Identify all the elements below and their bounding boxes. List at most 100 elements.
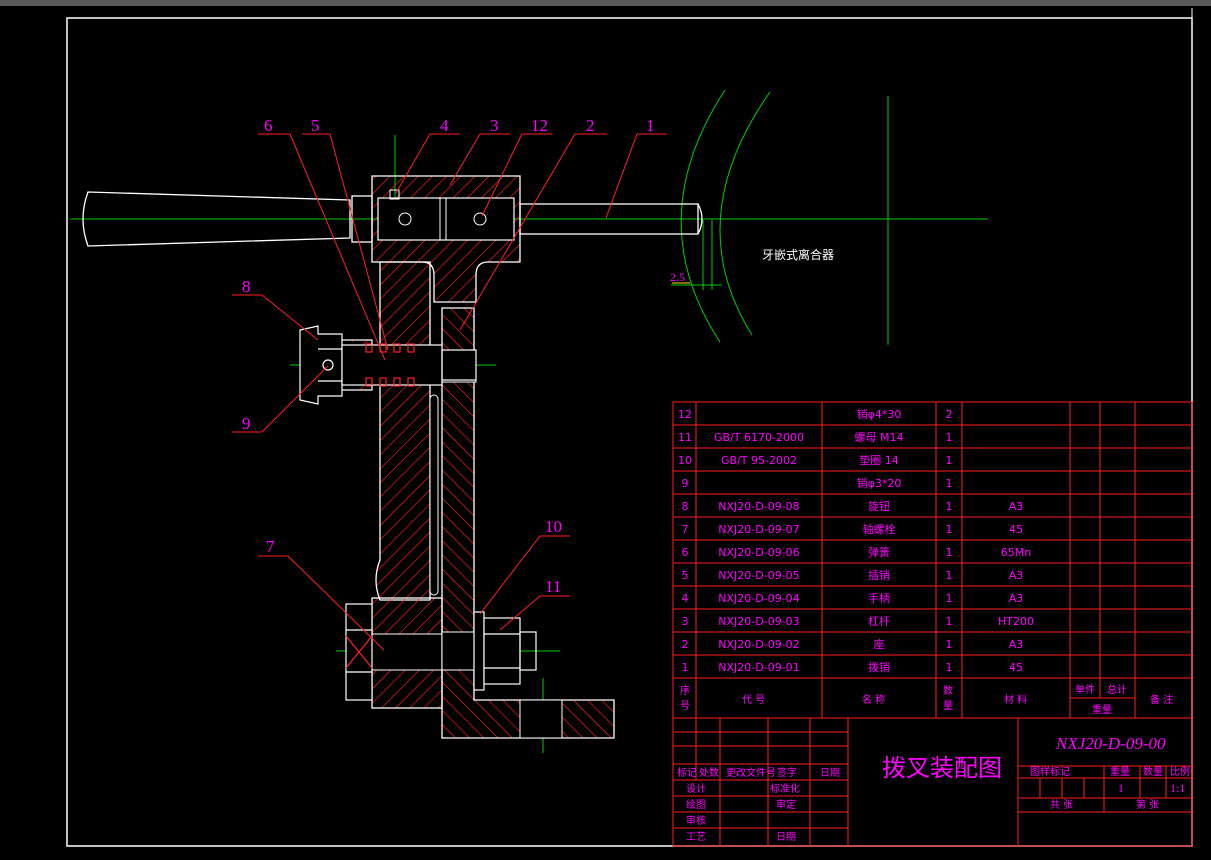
bom-cell-no: 12	[678, 408, 692, 421]
bom-cell-material: 45	[1009, 661, 1023, 674]
quantity-value: 1	[1118, 781, 1124, 795]
bom-cell-name: 手柄	[868, 591, 890, 605]
bom-cell-no: 4	[682, 592, 689, 605]
sheets-total: 共 张	[1050, 799, 1073, 811]
role-check: 审核	[686, 814, 706, 827]
drawing-number: NXJ20-D-09-00	[1055, 734, 1166, 753]
balloon-9: 9	[242, 414, 251, 433]
bom-cell-qty: 1	[946, 431, 953, 444]
bom-cell-code: NXJ20-D-09-01	[718, 661, 799, 674]
bom-cell-no: 10	[678, 454, 692, 467]
bom-header-weight: 重量	[1092, 703, 1112, 716]
bom-cell-no: 1	[682, 661, 689, 674]
bom-cell-qty: 1	[946, 523, 953, 536]
dimension-25-label: 2.5	[670, 270, 685, 284]
bom-cell-code: NXJ20-D-09-05	[718, 569, 799, 582]
bom-cell-qty: 1	[946, 615, 953, 628]
bom-header-total: 总计	[1107, 683, 1127, 696]
balloon-7: 7	[266, 537, 275, 556]
role-approve: 审定	[776, 798, 796, 811]
drawing-title: 拨叉装配图	[882, 755, 1002, 782]
balloon-3: 3	[490, 116, 499, 135]
rev-count: 处数	[699, 766, 719, 779]
bolt-assembly	[345, 603, 537, 701]
bom-cell-name: 旋钮	[868, 499, 890, 513]
bom-header-material: 材 料	[1004, 693, 1027, 706]
bom-cell-material: HT200	[998, 615, 1034, 628]
rev-sign: 签字	[777, 766, 797, 779]
clutch-note: 牙嵌式离合器	[762, 247, 834, 262]
rev-date: 日期	[820, 767, 840, 779]
rev-mark: 标记	[677, 767, 697, 779]
bom-cell-name: 销φ3*20	[857, 476, 902, 490]
stage-weight: 重量	[1110, 765, 1130, 778]
bom-cell-qty: 1	[946, 638, 953, 651]
bom-cell-qty: 1	[946, 477, 953, 490]
bom-cell-code: NXJ20-D-09-03	[718, 615, 799, 628]
balloon-5: 5	[311, 116, 320, 135]
balloon-11: 11	[545, 577, 561, 596]
balloon-leaders	[232, 133, 667, 651]
bom-cell-no: 5	[682, 569, 689, 582]
stage-mark: 图样标记	[1030, 765, 1070, 778]
bom-cell-code: GB/T 95-2002	[721, 454, 797, 467]
bom-cell-name: 螺母 M14	[855, 431, 904, 444]
rev-doc: 更改文件号	[726, 766, 776, 779]
bom-cell-material: A3	[1009, 592, 1024, 605]
title-block	[672, 717, 1193, 847]
stage-qty: 数量	[1143, 765, 1163, 778]
bom-cell-name: 座	[874, 637, 885, 651]
stage-scale: 比例	[1170, 765, 1190, 778]
bom-header-unit: 单件	[1075, 684, 1095, 696]
bom-cell-name: 销φ4*30	[857, 407, 902, 421]
seat-part	[441, 307, 615, 739]
bom-header-remark: 备 注	[1150, 693, 1173, 706]
bom-cell-qty: 1	[946, 500, 953, 513]
dimension-25: 2.5	[670, 220, 722, 290]
bom-header: 序 号 代 号 名 称 数 量 材 料 单件 总计 重量 备 注	[680, 683, 1173, 716]
balloon-4: 4	[440, 116, 449, 135]
role-standard: 标准化	[770, 782, 800, 795]
balloon-numbers: 6 5 4 3 12 2 1 8 9 7 10 11	[242, 116, 655, 596]
bom-cell-no: 11	[678, 431, 692, 444]
bom-table	[672, 401, 1193, 719]
title-block-text: 标记 处数 更改文件号 签字 日期 设计 标准化 绘图 审定 审核 工艺 日期 …	[677, 734, 1190, 843]
bom-cell-name: 杠杆	[868, 614, 890, 628]
bom-cell-code: NXJ20-D-09-07	[718, 523, 799, 536]
bom-cell-material: A3	[1009, 569, 1024, 582]
bom-header-qty-2: 量	[943, 700, 953, 712]
bom-header-no-1: 序	[680, 684, 690, 697]
bom-cell-material: A3	[1009, 638, 1024, 651]
bom-cell-code: NXJ20-D-09-08	[718, 500, 799, 513]
bom-cell-name: 垫圈 14	[859, 453, 899, 467]
bom-cell-qty: 1	[946, 569, 953, 582]
sheet-no: 第 张	[1136, 798, 1159, 811]
role-draw: 绘图	[686, 798, 706, 811]
bom-header-qty-1: 数	[943, 684, 953, 697]
window-top-bar	[0, 0, 1211, 6]
role-process: 工艺	[686, 831, 706, 843]
bom-cell-no: 8	[682, 500, 689, 513]
scale-value: 1:1	[1170, 781, 1185, 795]
bom-cell-material: 65Mn	[1001, 546, 1031, 559]
balloon-2: 2	[586, 116, 595, 135]
bom-header-name: 名 称	[862, 693, 885, 706]
knob-assembly	[299, 325, 477, 405]
centerlines	[70, 89, 988, 753]
bom-cell-name: 轴螺栓	[863, 522, 896, 536]
balloon-10: 10	[545, 517, 562, 536]
bom-cell-code: GB/T 6170-2000	[714, 431, 804, 444]
bom-cell-code: NXJ20-D-09-04	[718, 592, 799, 605]
balloon-8: 8	[242, 277, 251, 296]
bom-cell-no: 9	[682, 477, 689, 490]
bom-cell-qty: 1	[946, 592, 953, 605]
bom-cell-no: 7	[682, 523, 689, 536]
bom-cell-name: 弹簧	[868, 545, 890, 559]
bom-cell-code: NXJ20-D-09-06	[718, 546, 799, 559]
bom-cell-name: 拨销	[868, 660, 890, 674]
bom-cell-name: 插销	[868, 568, 890, 582]
bom-cell-material: 45	[1009, 523, 1023, 536]
bom-cell-qty: 1	[946, 661, 953, 674]
